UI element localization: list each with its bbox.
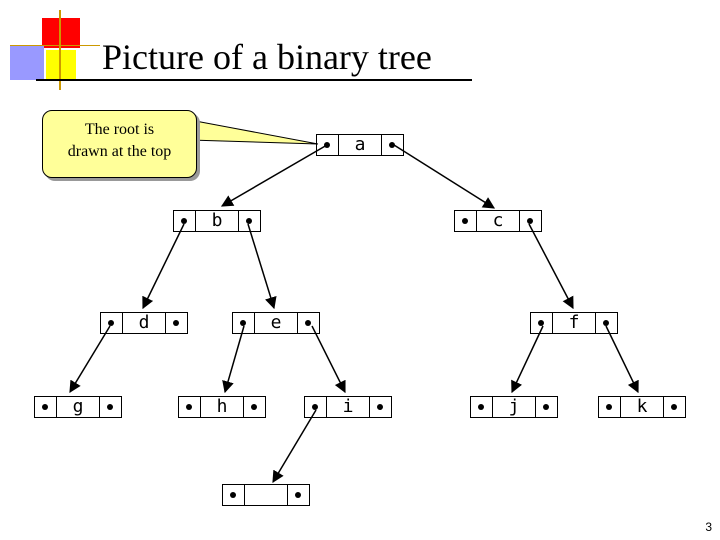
callout-line-2: drawn at the top [67, 143, 172, 160]
left-pointer [471, 397, 492, 417]
right-pointer [370, 397, 391, 417]
node-value: f [552, 313, 596, 333]
decor-red-square [42, 18, 80, 48]
decor-horizontal-line [10, 45, 100, 46]
pointer-dot-icon [230, 492, 236, 498]
decor-vertical-line [59, 10, 61, 90]
right-pointer [596, 313, 617, 333]
tree-node-h: h [178, 396, 266, 418]
pointer-dot-icon [312, 404, 318, 410]
pointer-dot-icon [602, 320, 609, 326]
node-value: c [476, 211, 520, 231]
node-value: k [620, 397, 664, 417]
decor-yellow-square [46, 50, 76, 80]
tree-node-a: a [316, 134, 404, 156]
pointer-dot-icon [304, 320, 311, 326]
left-pointer [531, 313, 552, 333]
left-pointer [599, 397, 620, 417]
pointer-dot-icon [106, 404, 113, 410]
tree-node-empty [222, 484, 310, 506]
tree-node-d: d [100, 312, 188, 334]
callout-pointer [189, 119, 319, 145]
title-underline [36, 79, 472, 81]
pointer-dot-icon [324, 142, 330, 148]
tree-node-f: f [530, 312, 618, 334]
edge-b-e [247, 223, 277, 310]
right-pointer [520, 211, 541, 231]
edge-f-j [511, 325, 544, 394]
tree-node-e: e [232, 312, 320, 334]
left-pointer [317, 135, 338, 155]
pointer-dot-icon [538, 320, 544, 326]
pointer-dot-icon [186, 404, 192, 410]
pointer-dot-icon [670, 404, 677, 410]
pointer-dot-icon [606, 404, 612, 410]
node-value: h [200, 397, 244, 417]
pointer-dot-icon [462, 218, 468, 224]
edge-a-c [393, 144, 496, 209]
edge-e-h [222, 325, 245, 394]
edge-b-d [142, 223, 185, 310]
tree-node-j: j [470, 396, 558, 418]
left-pointer [179, 397, 200, 417]
pointer-dot-icon [388, 142, 395, 148]
tree-node-c: c [454, 210, 542, 232]
node-value: j [492, 397, 536, 417]
right-pointer [664, 397, 685, 417]
edge-e-i [311, 325, 346, 394]
decor-purple-square [10, 46, 44, 80]
edge-f-k [605, 325, 639, 394]
left-pointer [305, 397, 326, 417]
pointer-dot-icon [526, 218, 533, 224]
right-pointer [288, 485, 309, 505]
tree-node-k: k [598, 396, 686, 418]
edge-d-g [69, 325, 111, 394]
pointer-dot-icon [478, 404, 484, 410]
right-pointer [382, 135, 403, 155]
slide-title: Picture of a binary tree [102, 37, 432, 77]
pointer-dot-icon [294, 492, 301, 498]
edge-i-empty [272, 409, 317, 484]
node-value: a [338, 135, 382, 155]
left-pointer [223, 485, 244, 505]
right-pointer [239, 211, 260, 231]
right-pointer [536, 397, 557, 417]
tree-node-g: g [34, 396, 122, 418]
tree-node-b: b [173, 210, 261, 232]
node-value [244, 485, 288, 505]
page-number: 3 [705, 520, 712, 534]
left-pointer [233, 313, 254, 333]
pointer-dot-icon [250, 404, 257, 410]
pointer-dot-icon [181, 218, 187, 224]
right-pointer [298, 313, 319, 333]
right-pointer [166, 313, 187, 333]
pointer-dot-icon [542, 404, 549, 410]
node-value: d [122, 313, 166, 333]
node-value: e [254, 313, 298, 333]
right-pointer [100, 397, 121, 417]
callout-line-1: The root is [84, 121, 155, 138]
left-pointer [455, 211, 476, 231]
pointer-dot-icon [42, 404, 48, 410]
tree-node-i: i [304, 396, 392, 418]
node-value: i [326, 397, 370, 417]
edge-c-f [528, 223, 574, 310]
pointer-dot-icon [172, 320, 179, 326]
root-callout: The root is drawn at the top [42, 110, 197, 178]
pointer-dot-icon [240, 320, 246, 326]
node-value: b [195, 211, 239, 231]
left-pointer [35, 397, 56, 417]
pointer-dot-icon [245, 218, 252, 224]
edge-a-b [220, 144, 328, 207]
pointer-dot-icon [108, 320, 114, 326]
right-pointer [244, 397, 265, 417]
left-pointer [101, 313, 122, 333]
node-value: g [56, 397, 100, 417]
left-pointer [174, 211, 195, 231]
pointer-dot-icon [376, 404, 383, 410]
